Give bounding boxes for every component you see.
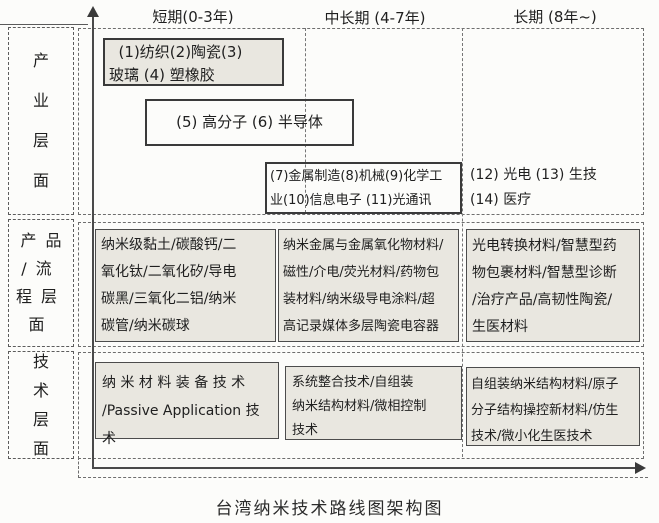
industry-box-optoelectronics-biotech-medical: (12) 光电 (13) 生技 (14) 医疗 bbox=[470, 167, 597, 208]
industry-box-metal-machinery-chemical-electronics: (7)金属制造(8)机械(9)化学工 业(10)信息电子 (11)光通讯 bbox=[265, 162, 462, 214]
product-box-short-term: 纳米级黏土/碳酸钙/二 氧化钛/二氧化矽/导电 碳黑/三氧化二铝/纳米 碳管/纳… bbox=[95, 229, 276, 342]
column-divider-short-mid bbox=[305, 28, 306, 213]
row-label-technology: 技 术 层 面 bbox=[8, 351, 74, 459]
product-row-band bbox=[78, 222, 644, 347]
industry-box-polymer-semiconductor: (5) 高分子 (6) 半导体 bbox=[145, 99, 354, 146]
technology-row-band bbox=[78, 352, 644, 459]
axis-arrow-right-icon bbox=[635, 462, 646, 474]
industry-box-textile-ceramic-glass-plastic: (1)纺织(2)陶瓷(3) 玻璃 (4) 塑橡胶 bbox=[103, 38, 284, 86]
timeline-header-mid: 中长期 (4-7年) bbox=[324, 9, 426, 27]
axis-arrow-up-icon bbox=[87, 6, 99, 17]
axis-top-left-segment bbox=[0, 24, 88, 25]
outer-frame-bottom-line bbox=[78, 477, 648, 478]
row-label-industry: 产 业 层 面 bbox=[8, 27, 74, 215]
outer-frame-left-extension bbox=[78, 457, 79, 478]
technology-box-short-term: 纳 米 材 料 装 备 技 术 /Passive Application 技术 bbox=[95, 362, 279, 447]
industry-row-band bbox=[78, 28, 644, 215]
timeline-header-short: 短期(0-3年) bbox=[152, 8, 234, 26]
product-box-mid-term: 纳米金属与金属氧化物材料/ 磁性/介电/荧光材料/药物包 装材料/纳米级导电涂料… bbox=[278, 229, 459, 342]
technology-box-mid-term: 系统整合技术/自组装 纳米结构材料/微相控制 技术 bbox=[285, 366, 462, 440]
timeline-header-long: 长期 (8年~) bbox=[513, 8, 597, 26]
technology-box-long-term: 自组装纳米结构材料/原子 分子结构操控新材料/仿生 技术/微小化生医技术 bbox=[466, 367, 640, 446]
horizontal-axis-line bbox=[92, 467, 638, 469]
column-divider-mid-long bbox=[462, 28, 463, 457]
vertical-axis-line bbox=[92, 16, 94, 468]
product-box-long-term: 光电转换材料/智慧型药 物包裹材料/智慧型诊断 /治疗产品/高韧性陶瓷/ 生医材… bbox=[466, 229, 640, 342]
diagram-caption: 台湾纳米技术路线图架构图 bbox=[215, 499, 444, 519]
row-label-product-process: 产品 /流 程层 面 bbox=[8, 219, 74, 347]
